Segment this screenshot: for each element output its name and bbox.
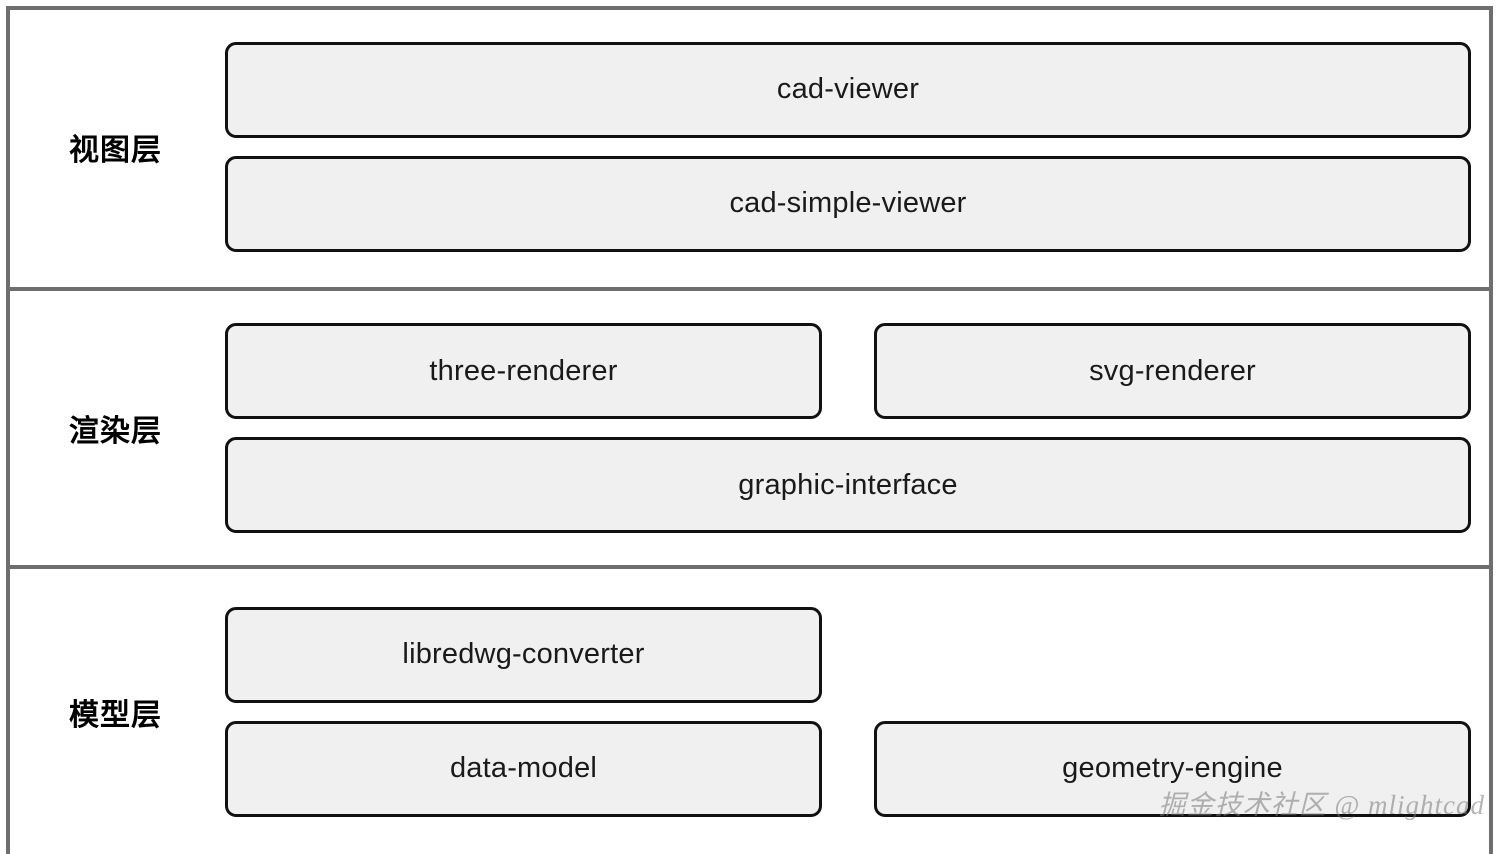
layer-render: 渲染层 three-renderer svg-renderer graphic-…: [6, 291, 1493, 565]
layer-label-model: 模型层: [69, 697, 162, 733]
node-cad-simple-viewer[interactable]: cad-simple-viewer: [225, 155, 1471, 252]
node-three-renderer[interactable]: three-renderer: [225, 323, 822, 419]
layer-label-render: 渲染层: [69, 414, 162, 449]
node-svg-renderer[interactable]: svg-renderer: [874, 323, 1471, 419]
layer-separator-1: [6, 287, 1493, 291]
layer-model: 模型层 libredwg-converter data-model geomet…: [6, 569, 1493, 854]
layer-body-model: libredwg-converter data-model geometry-e…: [225, 569, 1493, 854]
layer-view-row-1: cad-viewer: [225, 41, 1471, 138]
node-graphic-interface[interactable]: graphic-interface: [225, 437, 1471, 533]
layer-view-row-2: cad-simple-viewer: [225, 155, 1471, 252]
layer-render-row-2: graphic-interface: [225, 437, 1471, 533]
node-libredwg-converter[interactable]: libredwg-converter: [225, 606, 822, 703]
layer-separator-2: [6, 565, 1493, 569]
layer-body-view: cad-viewer cad-simple-viewer: [225, 6, 1493, 287]
diagram-outer-frame: [6, 6, 1493, 854]
node-geometry-engine[interactable]: geometry-engine: [874, 720, 1471, 817]
node-data-model[interactable]: data-model: [225, 720, 822, 817]
layer-model-row-2: data-model geometry-engine: [225, 720, 1471, 817]
layer-label-view: 视图层: [69, 132, 162, 168]
layer-render-row-1: three-renderer svg-renderer: [225, 323, 1471, 419]
node-cad-viewer[interactable]: cad-viewer: [225, 41, 1471, 138]
layer-view: 视图层 cad-viewer cad-simple-viewer: [6, 6, 1493, 287]
layer-model-row-1: libredwg-converter: [225, 606, 1471, 703]
layer-body-render: three-renderer svg-renderer graphic-inte…: [225, 291, 1493, 565]
